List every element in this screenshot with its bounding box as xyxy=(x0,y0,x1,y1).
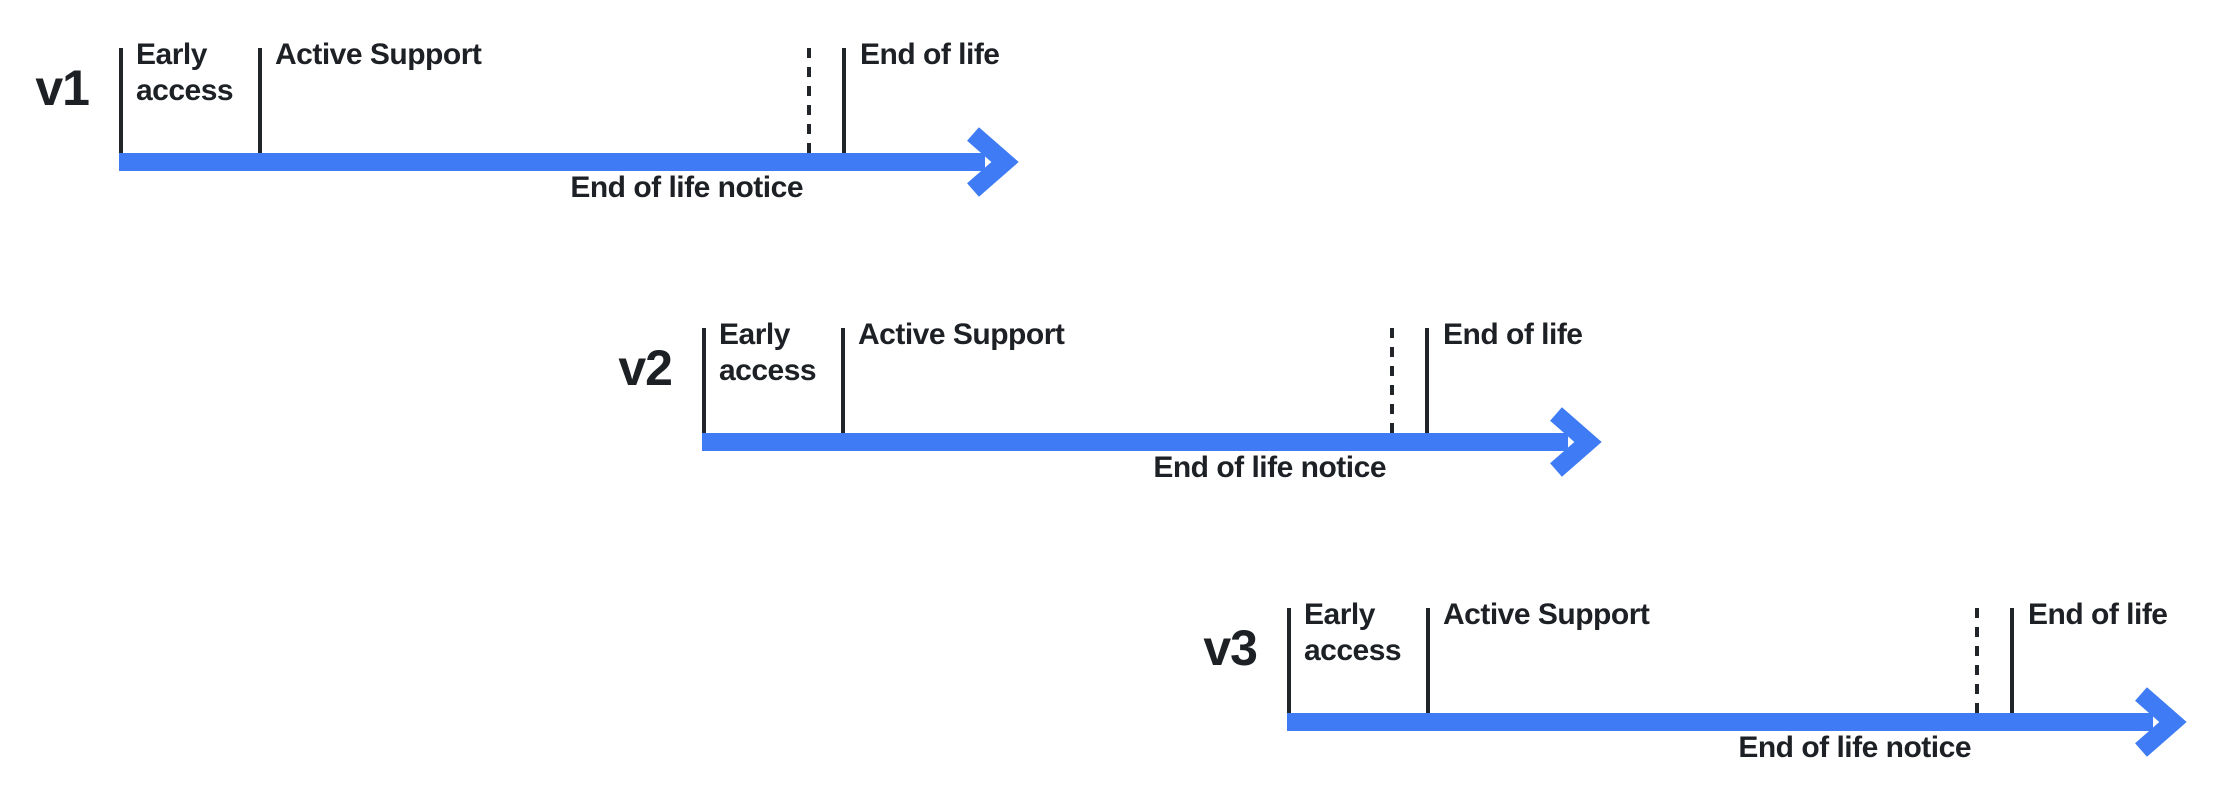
end-of-life-label: End of life xyxy=(1443,318,1583,351)
eol-notice-dashed-tick xyxy=(807,48,811,153)
timeline-arrow-head-icon xyxy=(1550,407,1602,477)
active-support-start-tick xyxy=(1426,608,1430,713)
active-support-label: Active Support xyxy=(275,38,482,71)
version-label: v3 xyxy=(1203,620,1258,676)
end-of-life-notice-label: End of life notice xyxy=(1738,731,1971,764)
end-of-life-notice-label: End of life notice xyxy=(1153,451,1386,484)
timeline-row-v1: v1 Early access Active Support End of li… xyxy=(35,38,1079,278)
end-of-life-label: End of life xyxy=(2028,598,2168,631)
timeline-arrow xyxy=(1287,687,2187,757)
active-support-label: Active Support xyxy=(1443,598,1650,631)
release-tick xyxy=(1287,608,1291,713)
version-label: v2 xyxy=(618,340,673,396)
end-of-life-tick xyxy=(842,48,846,153)
active-support-start-tick xyxy=(841,328,845,433)
eol-notice-dashed-tick xyxy=(1390,328,1394,433)
timeline-arrow xyxy=(119,127,1019,197)
active-support-start-tick xyxy=(258,48,262,153)
active-support-label: Active Support xyxy=(858,318,1065,351)
timeline-arrow xyxy=(702,407,1602,477)
timeline-arrow-head-icon xyxy=(2135,687,2187,757)
end-of-life-tick xyxy=(1425,328,1429,433)
eol-notice-dashed-tick xyxy=(1975,608,1979,713)
end-of-life-tick xyxy=(2010,608,2014,713)
version-label: v1 xyxy=(35,60,90,116)
timeline-row-v3: v3 Early access Active Support End of li… xyxy=(1203,598,2228,812)
release-tick xyxy=(702,328,706,433)
early-access-label: Early access xyxy=(1304,598,1402,667)
early-access-label: Early access xyxy=(719,318,817,387)
end-of-life-label: End of life xyxy=(860,38,1000,71)
end-of-life-notice-label: End of life notice xyxy=(570,171,803,204)
timeline-row-v2: v2 Early access Active Support End of li… xyxy=(618,318,1662,558)
release-tick xyxy=(119,48,123,153)
timeline-arrow-head-icon xyxy=(967,127,1019,197)
early-access-label: Early access xyxy=(136,38,234,107)
